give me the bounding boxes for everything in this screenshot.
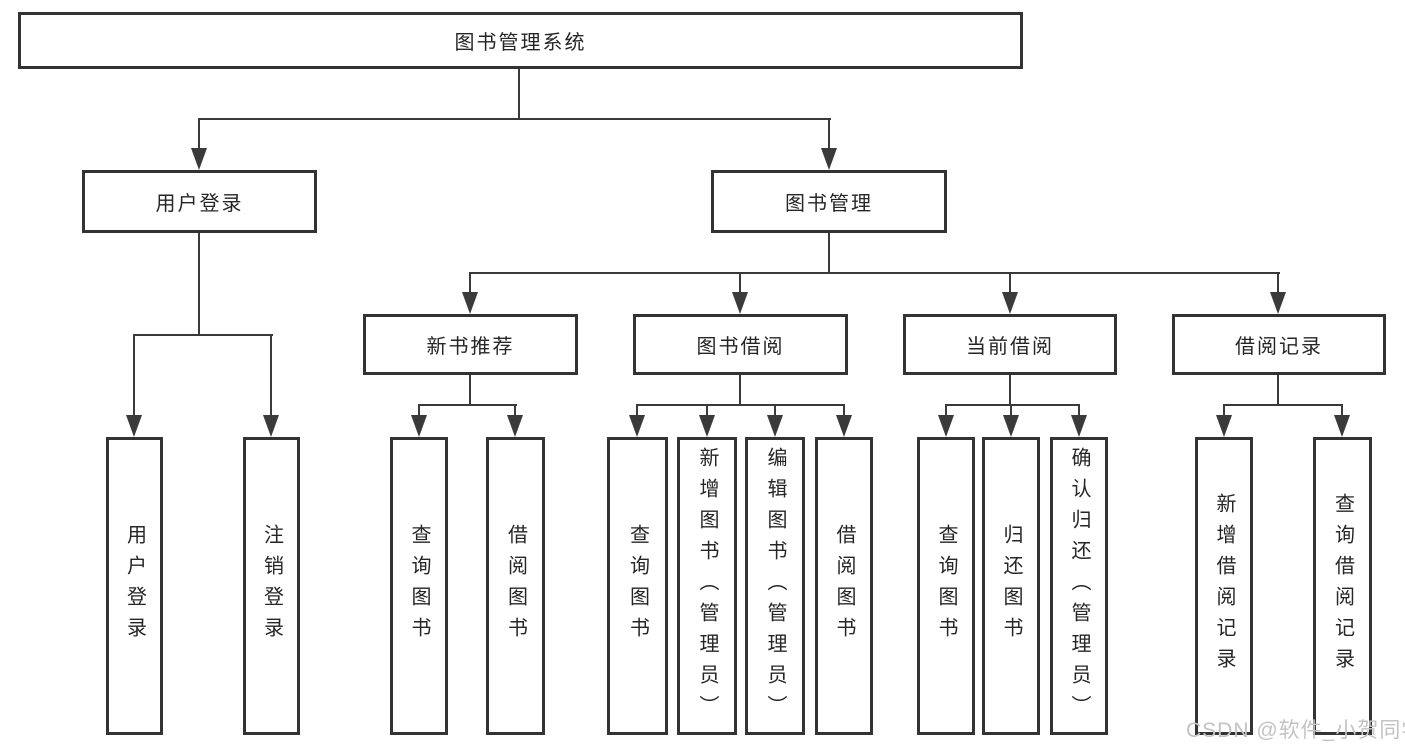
edge-drop-user-login: [198, 118, 200, 150]
leaf-borrow-books-recommend: 借阅图书: [486, 437, 545, 735]
csdn-watermark: CSDN @软件_小贺同学: [1186, 719, 1405, 742]
leaf-confirm-return-admin: 确认归还（管理员）: [1050, 437, 1108, 735]
edge-drop-leaf: [636, 404, 638, 417]
edge-current-borrowing-trunk: [1009, 375, 1011, 406]
node-current-borrowing: 当前借阅: [903, 314, 1117, 375]
edge-drop-leaf: [1341, 404, 1343, 417]
edge-drop-leaf: [945, 404, 947, 417]
node-label: 新增图书（管理员）: [696, 446, 718, 726]
node-label: 图书借阅: [696, 336, 785, 358]
down-arrowhead-icon: [1270, 292, 1286, 314]
edge-drop-book-borrowing: [739, 272, 741, 294]
edge-book-borrowing-rail: [636, 404, 845, 406]
edge-drop-new-book: [469, 272, 471, 294]
node-user-login: 用户登录: [82, 170, 317, 233]
down-arrowhead-icon: [629, 415, 645, 437]
edge-drop-leaf: [1078, 404, 1080, 417]
edge-user-login-trunk: [198, 233, 200, 336]
leaf-query-borrowing-record: 查询借阅记录: [1313, 437, 1372, 735]
node-label: 图书管理: [785, 193, 873, 215]
leaf-query-books-recommend: 查询图书: [390, 437, 448, 735]
leaf-user-login: 用户登录: [106, 437, 163, 735]
down-arrowhead-icon: [821, 148, 837, 170]
edge-user-login-rail: [133, 334, 273, 336]
node-new-book-recommendation: 新书推荐: [363, 314, 578, 375]
edge-root-trunk: [518, 68, 520, 120]
edge-drop-leaf: [418, 404, 420, 417]
down-arrowhead-icon: [938, 415, 954, 437]
node-label: 确认归还（管理员）: [1068, 446, 1090, 726]
edge-new-book-trunk: [469, 375, 471, 406]
down-arrowhead-icon: [732, 292, 748, 314]
node-book-borrowing: 图书借阅: [633, 314, 848, 375]
leaf-query-books-current: 查询图书: [917, 437, 975, 735]
edge-new-book-rail: [418, 404, 517, 406]
down-arrowhead-icon: [126, 415, 142, 437]
down-arrowhead-icon: [462, 292, 478, 314]
edge-drop-leaf: [774, 404, 776, 417]
node-label: 借阅图书: [833, 524, 855, 648]
node-borrowing-records: 借阅记录: [1172, 314, 1386, 375]
down-arrowhead-icon: [767, 415, 783, 437]
leaf-add-borrowing-record: 新增借阅记录: [1195, 437, 1253, 735]
down-arrowhead-icon: [836, 415, 852, 437]
down-arrowhead-icon: [263, 415, 279, 437]
node-label: 用户登录: [123, 524, 146, 648]
node-label: 编辑图书（管理员）: [764, 446, 786, 726]
edge-drop-leaf: [133, 334, 135, 417]
down-arrowhead-icon: [699, 415, 715, 437]
edge-drop-leaf: [1010, 404, 1012, 417]
edge-borrowing-records-trunk: [1277, 375, 1279, 406]
edge-drop-book-management: [828, 118, 830, 150]
edge-current-borrowing-rail: [945, 404, 1080, 406]
down-arrowhead-icon: [1071, 415, 1087, 437]
leaf-edit-book-admin: 编辑图书（管理员）: [745, 437, 805, 735]
down-arrowhead-icon: [1003, 415, 1019, 437]
node-label: 新书推荐: [426, 336, 515, 358]
node-library-management-system: 图书管理系统: [18, 12, 1023, 69]
edge-drop-borrowing-records: [1277, 272, 1279, 294]
node-label: 借阅记录: [1235, 336, 1323, 358]
node-label: 新增借阅记录: [1213, 493, 1235, 679]
node-label: 借阅图书: [504, 524, 527, 648]
edge-book-management-trunk: [828, 233, 830, 274]
edge-drop-current-borrowing: [1009, 272, 1011, 294]
down-arrowhead-icon: [191, 148, 207, 170]
node-label: 查询图书: [626, 524, 649, 648]
down-arrowhead-icon: [411, 415, 427, 437]
node-label: 用户登录: [155, 193, 244, 215]
down-arrowhead-icon: [507, 415, 523, 437]
edge-drop-leaf: [706, 404, 708, 417]
leaf-add-book-admin: 新增图书（管理员）: [677, 437, 737, 735]
edge-root-rail: [198, 118, 831, 120]
leaf-return-books: 归还图书: [982, 437, 1040, 735]
node-label: 注销登录: [260, 524, 283, 648]
edge-book-management-rail: [469, 272, 1280, 274]
edge-borrowing-records-rail: [1223, 404, 1343, 406]
node-label: 图书管理系统: [454, 32, 587, 54]
down-arrowhead-icon: [1002, 292, 1018, 314]
node-label: 当前借阅: [966, 336, 1054, 358]
leaf-borrow-books-borrowing: 借阅图书: [815, 437, 873, 735]
edge-drop-leaf: [270, 334, 272, 417]
edge-drop-leaf: [514, 404, 516, 417]
node-book-management: 图书管理: [711, 170, 947, 233]
leaf-logout: 注销登录: [243, 437, 300, 735]
leaf-query-books-borrowing: 查询图书: [607, 437, 668, 735]
node-label: 查询借阅记录: [1331, 493, 1354, 679]
edge-drop-leaf: [843, 404, 845, 417]
node-label: 归还图书: [1000, 524, 1022, 648]
node-label: 查询图书: [408, 524, 430, 648]
edge-drop-leaf: [1223, 404, 1225, 417]
down-arrowhead-icon: [1216, 415, 1232, 437]
edge-book-borrowing-trunk: [739, 375, 741, 406]
down-arrowhead-icon: [1334, 415, 1350, 437]
node-label: 查询图书: [935, 524, 957, 648]
